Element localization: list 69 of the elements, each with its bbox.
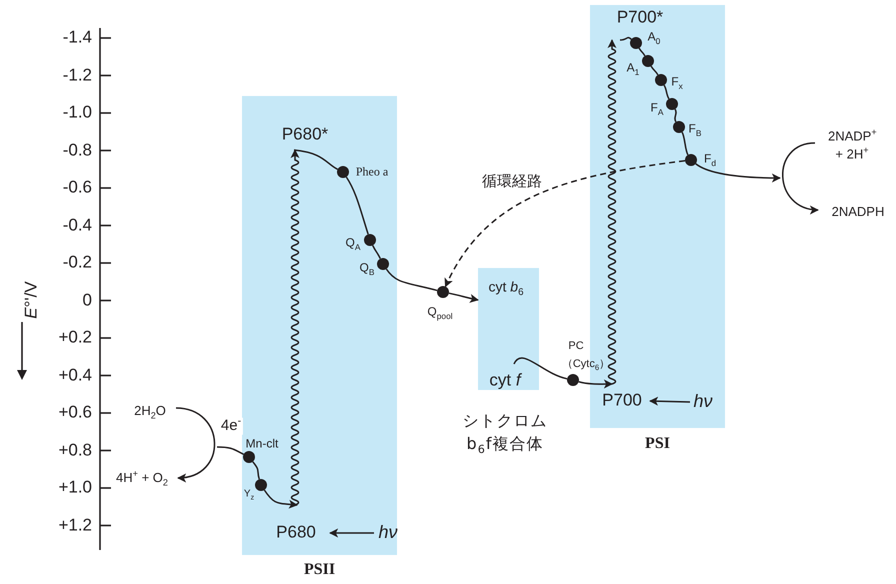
product-label: 2NADPH [832,204,884,220]
carrier-label: Mn-clt [246,437,278,451]
wavy-arrow [290,149,300,506]
light-label: hν [378,523,398,543]
arrow [695,163,781,182]
tick-label: -1.4 [62,28,92,48]
tick-label: -1.0 [62,104,92,122]
tick-label: -0.6 [62,178,92,198]
state-label: P700* [616,8,664,28]
state-label: P680 [276,524,316,542]
edge-label: 循環経路 [480,174,544,190]
carrier-label: A$_{0}$ [648,30,660,44]
tick-label: -0.4 [62,216,92,235]
tick-label: +1.0 [58,478,92,498]
tick-label: +0.8 [58,441,92,460]
electron-path-line [681,132,689,156]
complex-heading: シトクロムb$_{6}$f複合体 [462,410,548,456]
product-label: 4H$^{+}$ + O$_{2}$ [116,470,168,486]
tick-label: +0.6 [58,404,92,422]
axis-title: E°'/V [22,281,42,319]
arrow [448,292,479,303]
electron-path-line [663,84,670,100]
cytochrome-label: cyt f [489,372,521,390]
electron-path-line [638,48,646,56]
carrier-label: A$_{1}$ [626,61,640,75]
arrow [264,490,298,509]
reactant-label: 2H$_{2}$O [134,404,166,418]
carrier-label: Q$_{pool}$ [427,305,453,319]
electron-path-line [372,245,381,259]
electron-path-line [346,176,369,235]
arrow [649,396,690,406]
wavy-arrow [608,39,616,384]
electron-path-line [650,66,659,76]
arrow [782,142,819,214]
tick-label: -0.2 [62,254,92,272]
electron-path-line [386,268,438,292]
electron-path-line [674,108,677,122]
tick-label: +0.2 [58,328,92,348]
tick-label: +1.2 [58,516,92,535]
dashed-arrow [444,160,686,288]
carrier-label: Q$_{A}$ [346,236,360,250]
electron-path-line [294,149,338,170]
tick-label: -1.2 [62,66,92,85]
carrier-label: Pheo a [356,164,388,180]
edge-label: 4e$^{-}$ [218,418,244,434]
carrier-label: F$_{A}$ [650,101,664,115]
complex-heading: PSII [302,561,336,579]
carrier-label: Y$_{z}$ [244,488,254,500]
arrow [329,528,374,538]
carrier-label: F$_{B}$ [688,122,702,136]
light-label: hν [694,392,712,412]
cytochrome-label: cyt b$_{6}$ [488,279,524,295]
electron-path-line [216,446,244,455]
tick-label: 0 [82,291,92,310]
state-label: P680* [282,126,328,144]
complex-heading: PSI [644,435,671,453]
electron-path-line [620,36,632,41]
carrier-label: F$_{d}$ [704,152,716,166]
state-label: P700 [602,392,642,410]
carrier-label: （Cytc$_{6}$） [562,358,610,370]
tick-label: -0.8 [62,141,92,160]
arrow [578,380,613,389]
carrier-label: PC [568,340,584,352]
reactant-label: 2NADP$^{+}$ + 2H$^{+}$ [828,127,876,163]
tick-label: +0.4 [58,366,92,385]
arrow [176,407,216,482]
carrier-label: Q$_{B}$ [360,261,374,275]
electron-path-line [252,461,260,480]
carrier-label: F$_{x}$ [671,75,683,89]
